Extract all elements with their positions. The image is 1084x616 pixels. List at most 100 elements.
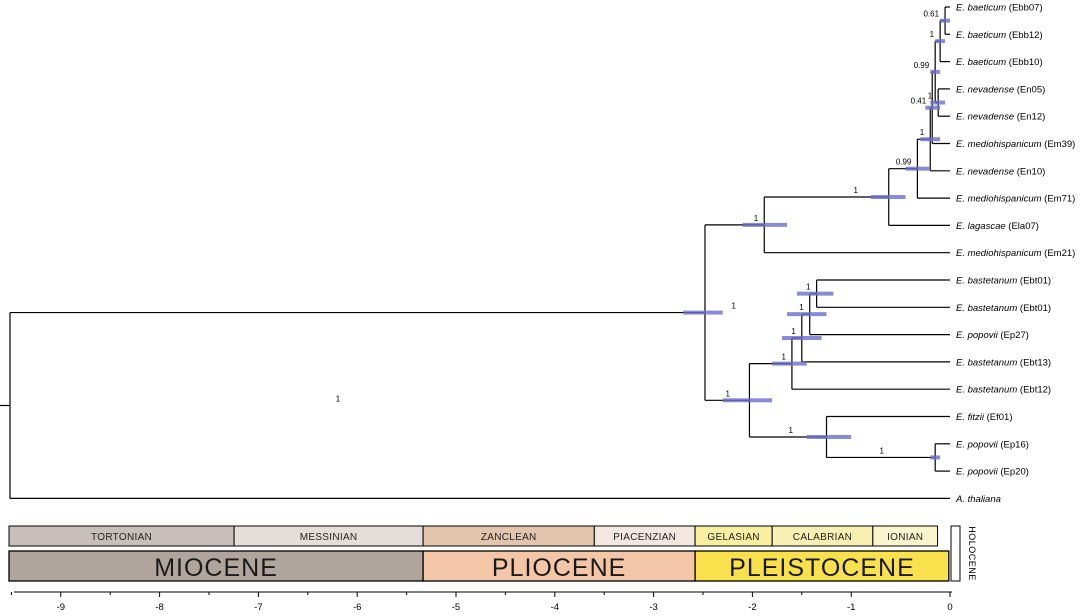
tip-taxon: E. popovii bbox=[956, 330, 999, 341]
support-n7: 0.99 bbox=[896, 158, 912, 167]
tip-label: E. mediohispanicum (Em71) bbox=[956, 194, 1075, 205]
stage-label: CALABRIAN bbox=[793, 532, 852, 543]
tip-code: (Ebt13) bbox=[1017, 357, 1051, 368]
tip-code: (Ep16) bbox=[998, 439, 1029, 450]
support-n10: 1 bbox=[806, 283, 811, 292]
tip-code: (Ebb12) bbox=[1006, 30, 1042, 41]
support-n9: 1 bbox=[754, 214, 759, 223]
tip-code: (En05) bbox=[1014, 84, 1045, 95]
tip-label: E. bastetanum (Ebt01) bbox=[956, 303, 1051, 314]
tip-code: (Ep20) bbox=[998, 467, 1029, 478]
age-bar-n11 bbox=[786, 312, 827, 317]
tip-taxon: E. baeticum bbox=[956, 3, 1006, 14]
support-n4: 0.99 bbox=[914, 61, 930, 70]
support-n5: 0.41 bbox=[911, 97, 927, 106]
tip-label: E. bastetanum (Ebt12) bbox=[956, 385, 1051, 396]
tip-code: (En10) bbox=[1014, 166, 1045, 177]
tip-code: (Ebb07) bbox=[1006, 3, 1042, 14]
tip-taxon: E. mediohispanicum bbox=[956, 139, 1042, 150]
tip-label: E. fitzii (Ef01) bbox=[956, 412, 1013, 423]
support-n17: 1 bbox=[732, 302, 737, 311]
axis-tick-label: -9 bbox=[57, 602, 65, 613]
stage-ionian bbox=[872, 525, 939, 547]
epoch-label: PLIOCENE bbox=[492, 554, 626, 582]
node-age-bars bbox=[683, 18, 950, 460]
tip-label: A. thaliana bbox=[955, 494, 1001, 505]
tip-taxon: E. nevadense bbox=[956, 166, 1014, 177]
tip-label: E. popovii (Ep27) bbox=[956, 330, 1029, 341]
tip-label: E. baeticum (Ebb12) bbox=[956, 30, 1043, 41]
age-bar-n17 bbox=[683, 310, 723, 315]
epoch-pleistocene bbox=[694, 550, 950, 582]
tip-taxon: E. baeticum bbox=[956, 57, 1006, 68]
geologic-timescale: TORTONIAN MESSINIAN ZANCLEAN PIACENZIAN GELA… bbox=[8, 525, 977, 582]
age-bar-n10 bbox=[796, 291, 834, 296]
tip-label: E. baeticum (Ebb10) bbox=[956, 57, 1043, 68]
age-bar-n8 bbox=[870, 195, 906, 200]
age-bar-n7 bbox=[905, 166, 931, 171]
tip-label: E. bastetanum (Ebt01) bbox=[956, 276, 1051, 287]
axis-tick-label: -1 bbox=[847, 602, 855, 613]
age-bar-n4 bbox=[930, 69, 941, 74]
stage-label: ZANCLEAN bbox=[481, 532, 537, 543]
tip-code: (En12) bbox=[1014, 112, 1045, 123]
tip-taxon: E. nevadense bbox=[956, 84, 1014, 95]
tip-label: E. nevadense (En12) bbox=[956, 112, 1045, 123]
tip-label: E. mediohispanicum (Em39) bbox=[956, 139, 1075, 150]
support-n8: 1 bbox=[854, 186, 859, 195]
axis-tick-label: -2 bbox=[748, 602, 756, 613]
support-n15: 1 bbox=[789, 426, 794, 435]
age-bar-n15 bbox=[806, 434, 852, 439]
support-n14: 1 bbox=[880, 446, 885, 455]
tip-code: (Ebb10) bbox=[1006, 57, 1042, 68]
stage-label: PIACENZIAN bbox=[613, 532, 676, 543]
support-n16: 1 bbox=[726, 389, 731, 398]
tip-label: E. bastetanum (Ebt13) bbox=[956, 357, 1051, 368]
tip-taxon: E. nevadense bbox=[956, 112, 1014, 123]
tip-taxon: E. bastetanum bbox=[956, 276, 1017, 287]
age-bar-n6 bbox=[920, 137, 941, 142]
tip-code: (Ebt12) bbox=[1017, 385, 1051, 396]
age-bar-n14 bbox=[930, 455, 941, 460]
tip-code: (Em21) bbox=[1042, 248, 1076, 259]
tip-taxon: E. fitzii bbox=[956, 412, 985, 423]
tip-label: E. popovii (Ep16) bbox=[956, 439, 1029, 450]
support-n13: 1 bbox=[781, 353, 786, 362]
tip-code: (Ef01) bbox=[984, 412, 1013, 423]
tip-code: (Ebt01) bbox=[1017, 303, 1051, 314]
support-n18: 1 bbox=[336, 394, 341, 403]
stage-label: MESSINIAN bbox=[300, 532, 358, 543]
tip-code: (Ela07) bbox=[1006, 221, 1039, 232]
age-bar-n1 bbox=[940, 18, 950, 23]
tip-labels: E. baeticum (Ebb07)E. baeticum (Ebb12)E.… bbox=[955, 3, 1075, 505]
support-n1: 0.61 bbox=[923, 10, 939, 19]
tip-taxon: E. bastetanum bbox=[956, 303, 1017, 314]
support-n3: 1 bbox=[928, 92, 933, 101]
tip-taxon: E. popovii bbox=[956, 439, 999, 450]
tree-branches bbox=[0, 6, 950, 499]
support-n12: 1 bbox=[791, 327, 796, 336]
tip-taxon: E. mediohispanicum bbox=[956, 194, 1042, 205]
stage-label: TORTONIAN bbox=[91, 532, 152, 543]
tip-taxon: E. popovii bbox=[956, 467, 999, 478]
tip-taxon: E. bastetanum bbox=[956, 385, 1017, 396]
epoch-label: MIOCENE bbox=[154, 554, 278, 582]
tip-label: E. nevadense (En05) bbox=[956, 84, 1045, 95]
tip-label: E. lagascae (Ela07) bbox=[956, 221, 1039, 232]
tip-taxon: A. thaliana bbox=[955, 494, 1001, 505]
tip-label: E. mediohispanicum (Em21) bbox=[956, 248, 1075, 259]
tip-taxon: E. mediohispanicum bbox=[956, 248, 1042, 259]
stage-label: IONIAN bbox=[887, 532, 923, 543]
axis-tick-label: -6 bbox=[353, 602, 361, 613]
axis-tick-label: -3 bbox=[649, 602, 657, 613]
tip-label: E. baeticum (Ebb07) bbox=[956, 3, 1043, 14]
tip-taxon: E. baeticum bbox=[956, 30, 1006, 41]
support-n2: 1 bbox=[930, 30, 935, 39]
stage-label: GELASIAN bbox=[707, 532, 759, 543]
axis-tick-label: -8 bbox=[155, 602, 163, 613]
age-bar-n16 bbox=[722, 398, 773, 403]
support-n6: 1 bbox=[920, 128, 925, 137]
